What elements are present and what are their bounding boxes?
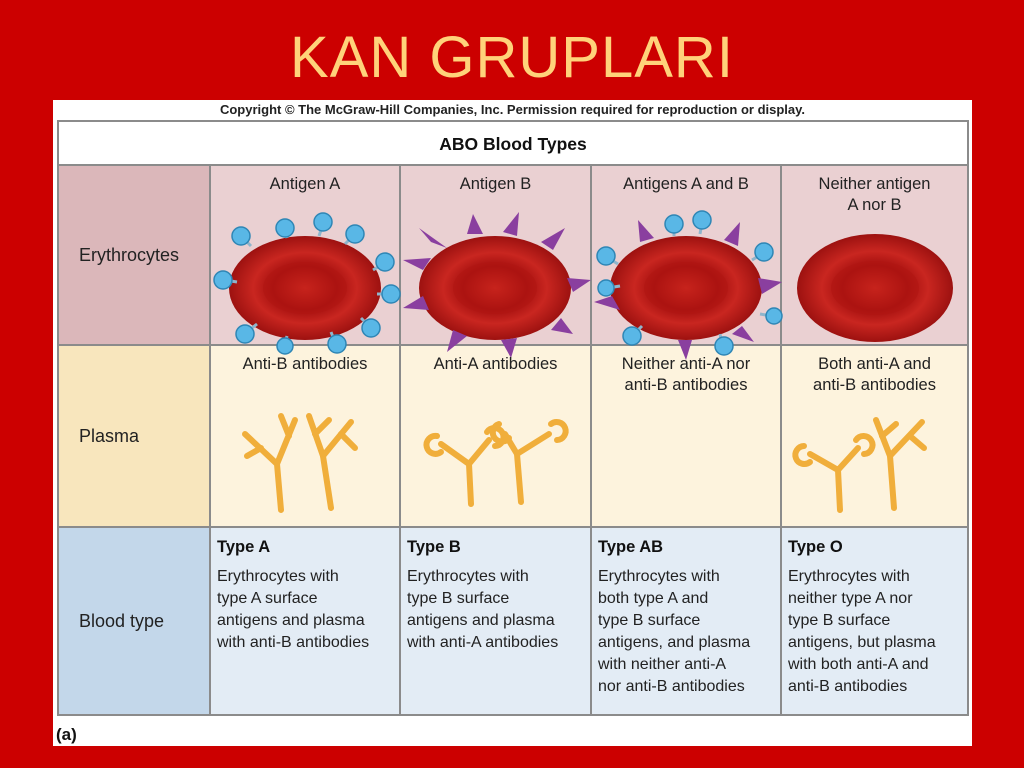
plasma-label-a: Anti-B antibodies [242, 355, 368, 373]
blood-type-o-title: Type O [788, 538, 843, 556]
antigen-label-o: Neither antigen A nor B [818, 175, 931, 214]
anti-a-antibodies [423, 419, 569, 507]
table-title-cell: ABO Blood Types [59, 122, 967, 166]
blood-type-ab-title: Type AB [598, 538, 664, 556]
plasma-label-b: Anti-A antibodies [433, 355, 558, 373]
antigen-label-a: Antigen A [269, 175, 341, 193]
erythrocyte-type-ab [594, 210, 783, 360]
blood-type-b-title: Type B [407, 538, 461, 556]
abo-table: ABO Blood Types Erythrocytes Plasma Bloo… [57, 120, 969, 716]
abo-figure: Copyright © The McGraw-Hill Companies, I… [53, 100, 972, 746]
plasma-label-ab: Neither anti-A nor anti-B antibodies [621, 355, 751, 394]
antigen-label-b: Antigen B [459, 175, 532, 193]
blood-type-a-title: Type A [217, 538, 271, 556]
erythrocyte-type-o [797, 234, 953, 342]
antigen-label-ab: Antigens A and B [623, 175, 749, 193]
slide-title: KAN GRUPLARI [290, 25, 734, 90]
row-header-erythrocytes: Erythrocytes [59, 166, 209, 344]
blood-type-ab-description: Erythrocytes with both type A and type B… [598, 568, 751, 695]
row-header-plasma: Plasma [59, 346, 209, 526]
both-antibodies [792, 417, 927, 513]
blood-type-o-description: Erythrocytes with neither type A nor typ… [788, 568, 936, 695]
plasma-label-o: Both anti-A and anti-B antibodies [813, 355, 936, 394]
row-header-blood-type: Blood type [59, 528, 209, 714]
erythrocyte-type-b [403, 212, 591, 358]
erythrocyte-type-a [213, 212, 401, 355]
copyright-notice: Copyright © The McGraw-Hill Companies, I… [219, 102, 806, 117]
table-title: ABO Blood Types [439, 133, 587, 154]
figure-label: (a) [56, 725, 77, 744]
blood-type-b-description: Erythrocytes with type B surface antigen… [407, 568, 559, 651]
anti-b-antibodies [242, 413, 358, 513]
blood-type-a-description: Erythrocytes with type A surface antigen… [217, 568, 370, 651]
